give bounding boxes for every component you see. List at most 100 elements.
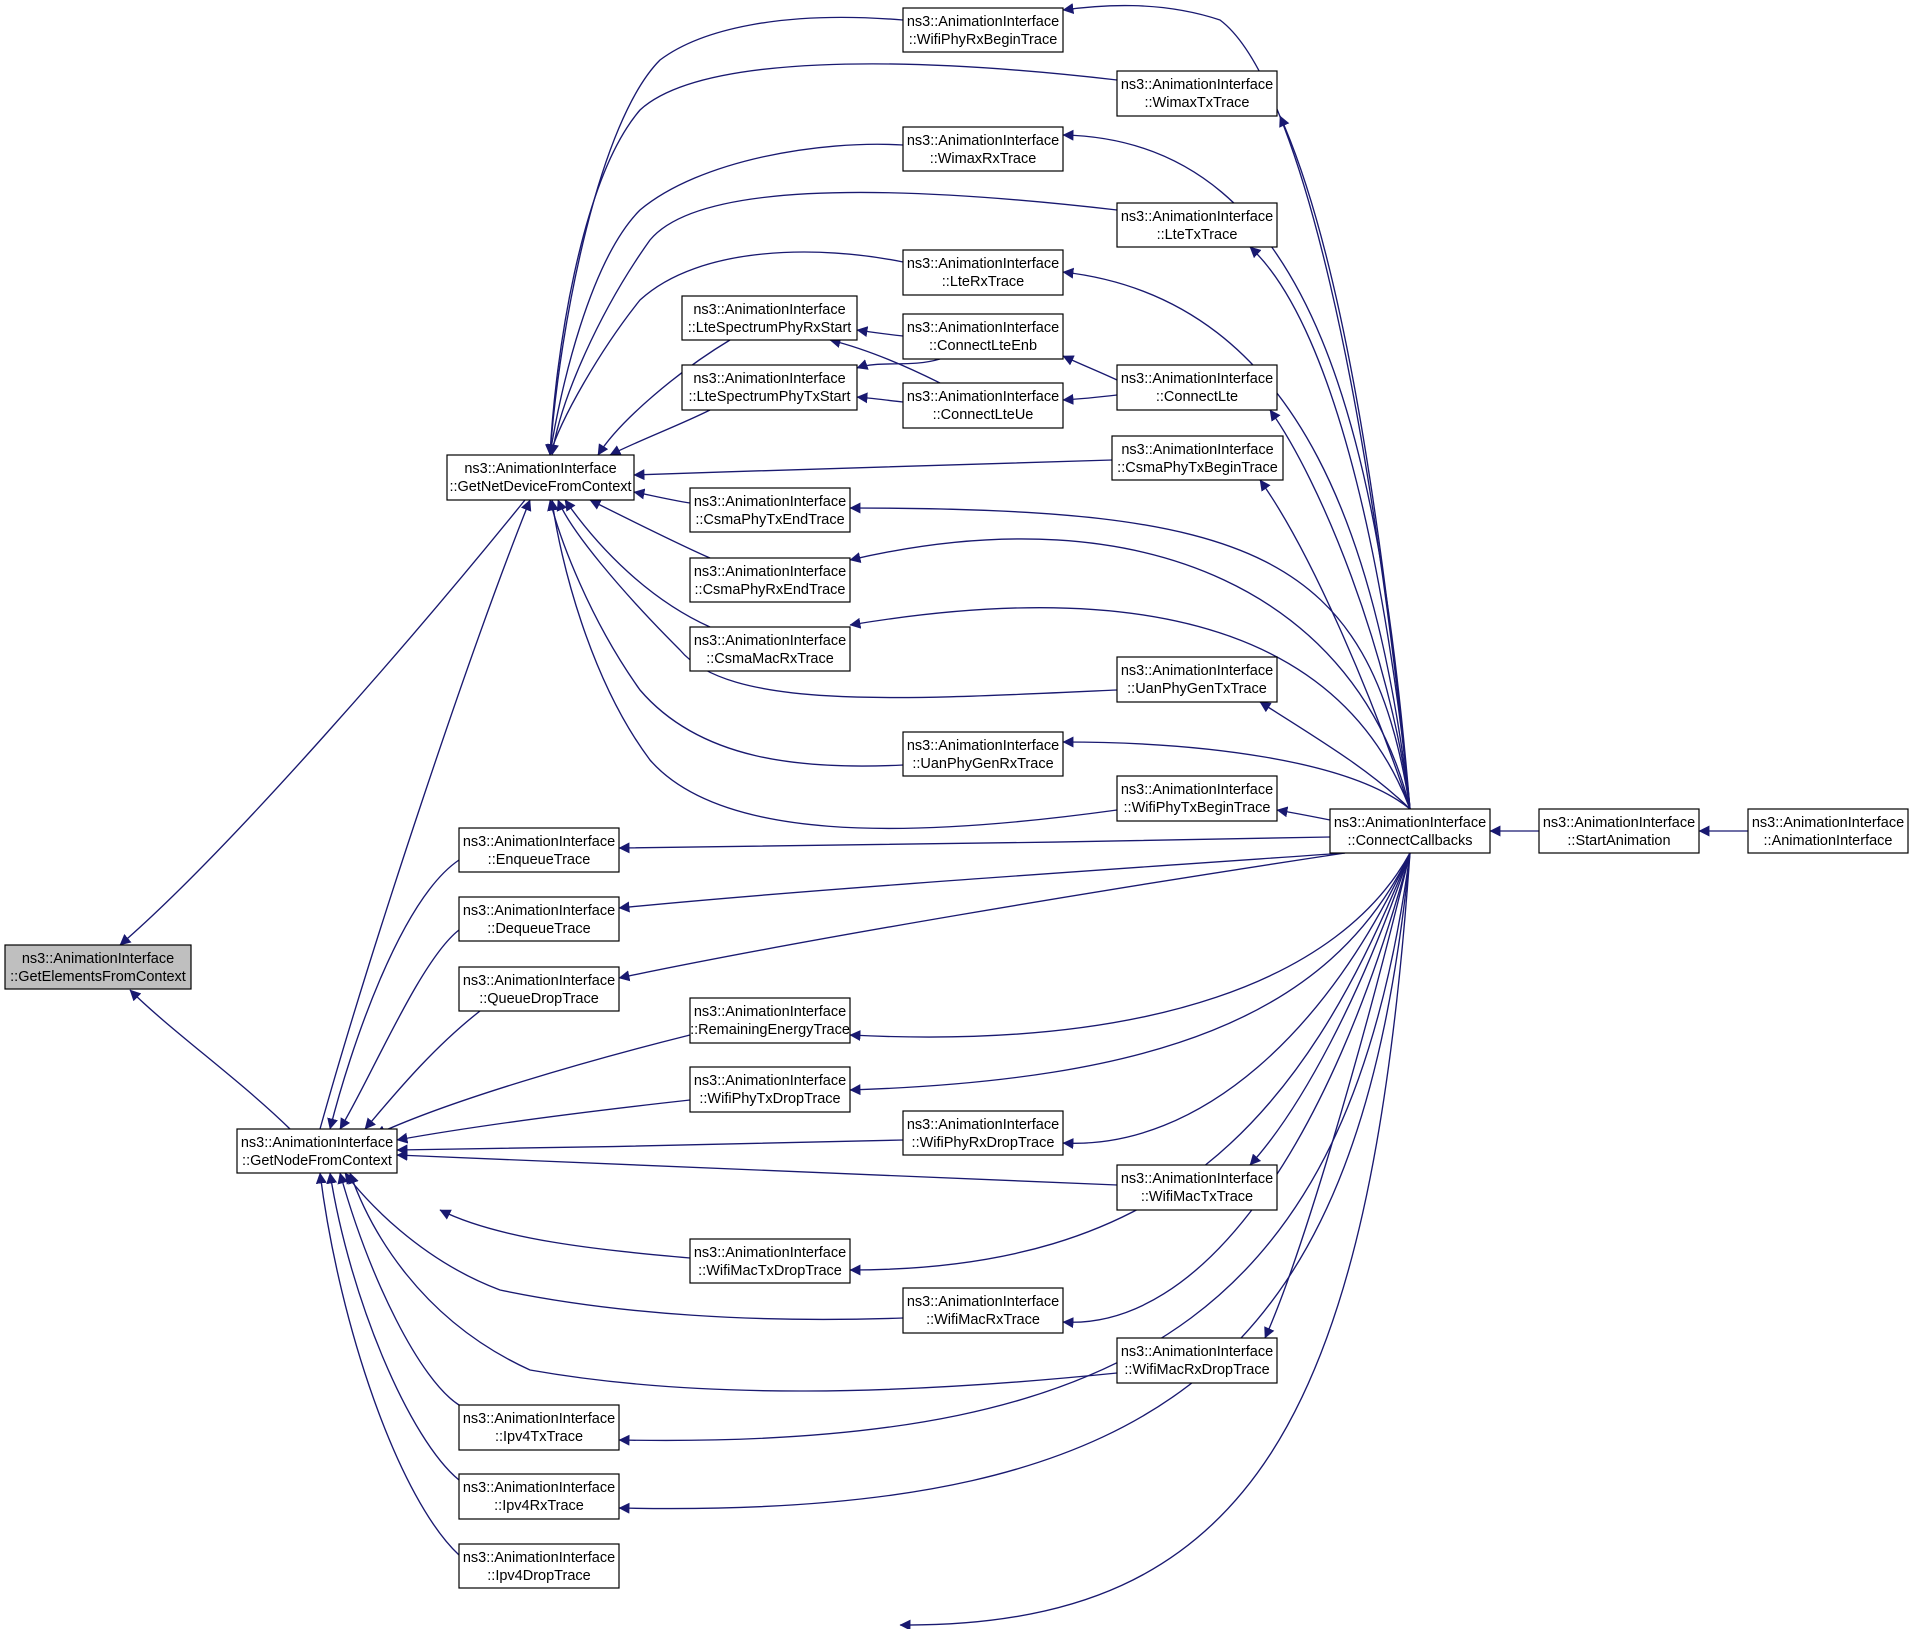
node-ipv4drop[interactable]: ns3::AnimationInterface::Ipv4DropTrace bbox=[458, 1543, 620, 1589]
node-wimaxrx[interactable]: ns3::AnimationInterface::WimaxRxTrace bbox=[902, 126, 1064, 172]
node-label-line2: ::CsmaMacRxTrace bbox=[706, 651, 834, 667]
node-ltespecrx[interactable]: ns3::AnimationInterface::LteSpectrumPhyR… bbox=[681, 295, 858, 341]
node-wifiphytxbegin[interactable]: ns3::AnimationInterface::WifiPhyTxBeginT… bbox=[1116, 775, 1278, 822]
node-ipv4tx[interactable]: ns3::AnimationInterface::Ipv4TxTrace bbox=[458, 1404, 620, 1451]
node-remainingenergy[interactable]: ns3::AnimationInterface::RemainingEnergy… bbox=[689, 997, 851, 1044]
node-getnode[interactable]: ns3::AnimationInterface::GetNodeFromCont… bbox=[236, 1128, 398, 1174]
node-wifimactxdrop[interactable]: ns3::AnimationInterface::WifiMacTxDropTr… bbox=[689, 1238, 851, 1284]
node-label-line2: ::CsmaPhyRxEndTrace bbox=[695, 582, 846, 598]
edge-connectcallbacks-to-wimaxrx bbox=[1062, 129, 1411, 810]
edge-getnode-to-getnetdevice bbox=[319, 499, 532, 1130]
node-dequeue[interactable]: ns3::AnimationInterface::DequeueTrace bbox=[458, 896, 620, 942]
node-label-line2: ::Ipv4RxTrace bbox=[494, 1498, 584, 1514]
node-label-line1: ns3::AnimationInterface bbox=[241, 1135, 393, 1151]
node-queuedrop[interactable]: ns3::AnimationInterface::QueueDropTrace bbox=[458, 966, 620, 1012]
edges-layer bbox=[119, 3, 1748, 1629]
edge-ipv4drop-to-getnode bbox=[315, 1172, 460, 1556]
edge-connectcallbacks-to-ipv4drop bbox=[899, 852, 1411, 1629]
edge-wifiphytxbegin-to-getnetdevice bbox=[547, 499, 1118, 830]
edge-connectcallbacks-to-csmaphytxbegin bbox=[1259, 479, 1411, 810]
node-label-line1: ns3::AnimationInterface bbox=[694, 1073, 846, 1089]
edge-ltespectx-to-getnetdevice bbox=[609, 409, 711, 456]
node-wifimacrxdrop[interactable]: ns3::AnimationInterface::WifiMacRxDropTr… bbox=[1116, 1337, 1278, 1384]
node-box bbox=[1116, 202, 1278, 248]
node-label-line2: ::LteTxTrace bbox=[1157, 227, 1238, 243]
edge-uanphygenrx-to-getnetdevice bbox=[547, 499, 904, 767]
node-connectcallbacks[interactable]: ns3::AnimationInterface::ConnectCallback… bbox=[1329, 808, 1491, 854]
edge-connectcallbacks-to-uanphygenrx bbox=[1062, 736, 1411, 810]
node-label-line2: ::QueueDropTrace bbox=[479, 991, 599, 1007]
node-csmaphyrxend[interactable]: ns3::AnimationInterface::CsmaPhyRxEndTra… bbox=[689, 557, 851, 603]
node-label-line1: ns3::AnimationInterface bbox=[463, 973, 615, 989]
node-wifiphyrxbegin[interactable]: ns3::AnimationInterface::WifiPhyRxBeginT… bbox=[902, 7, 1064, 53]
edge-queuedrop-to-getnode bbox=[364, 1010, 481, 1130]
edge-wimaxtx-to-getnetdevice bbox=[545, 63, 1118, 456]
edge-connectcallbacks-to-wifimacrx bbox=[1062, 852, 1411, 1329]
edge-wifimactx-to-getnode bbox=[396, 1149, 1118, 1186]
node-wifimactx[interactable]: ns3::AnimationInterface::WifiMacTxTrace bbox=[1116, 1164, 1278, 1211]
node-animinterface[interactable]: ns3::AnimationInterface::AnimationInterf… bbox=[1747, 808, 1909, 854]
node-wifiphyrxdrop[interactable]: ns3::AnimationInterface::WifiPhyRxDropTr… bbox=[902, 1110, 1064, 1156]
node-csmamacrx[interactable]: ns3::AnimationInterface::CsmaMacRxTrace bbox=[689, 626, 851, 672]
edge-connectlteue-to-ltespecrx bbox=[829, 337, 941, 384]
node-label-line2: ::WimaxTxTrace bbox=[1145, 95, 1250, 111]
edge-wifimactxdrop-to-getnode bbox=[439, 1209, 691, 1259]
node-box bbox=[902, 313, 1064, 360]
node-box bbox=[1116, 656, 1278, 703]
node-label-line2: ::WifiPhyRxBeginTrace bbox=[909, 32, 1058, 48]
node-wimaxtx[interactable]: ns3::AnimationInterface::WimaxTxTrace bbox=[1116, 70, 1278, 117]
node-getnetdevice[interactable]: ns3::AnimationInterface::GetNetDeviceFro… bbox=[446, 454, 635, 501]
node-box bbox=[1111, 435, 1284, 481]
node-label-line1: ns3::AnimationInterface bbox=[463, 1480, 615, 1496]
edge-enqueue-to-getnode bbox=[327, 859, 460, 1130]
node-label-line2: ::WimaxRxTrace bbox=[930, 151, 1037, 167]
node-label-line1: ns3::AnimationInterface bbox=[907, 320, 1059, 336]
node-ltetx[interactable]: ns3::AnimationInterface::LteTxTrace bbox=[1116, 202, 1278, 248]
edge-connectcallbacks-to-connectlte bbox=[1269, 409, 1411, 810]
node-startanimation[interactable]: ns3::AnimationInterface::StartAnimation bbox=[1538, 808, 1700, 854]
node-connectlteenb[interactable]: ns3::AnimationInterface::ConnectLteEnb bbox=[902, 313, 1064, 360]
node-box bbox=[1116, 1164, 1278, 1211]
node-label-line2: ::Ipv4TxTrace bbox=[495, 1429, 583, 1445]
edge-connectlte-to-connectlteue bbox=[1062, 393, 1118, 405]
node-box bbox=[1329, 808, 1491, 854]
node-box bbox=[458, 1404, 620, 1451]
node-enqueue[interactable]: ns3::AnimationInterface::EnqueueTrace bbox=[458, 827, 620, 873]
node-getelements[interactable]: ns3::AnimationInterface::GetElementsFrom… bbox=[4, 944, 192, 990]
edge-connectcallbacks-to-dequeue bbox=[618, 852, 1346, 913]
node-label-line1: ns3::AnimationInterface bbox=[464, 461, 616, 477]
node-connectlteue[interactable]: ns3::AnimationInterface::ConnectLteUe bbox=[902, 382, 1064, 429]
node-label-line1: ns3::AnimationInterface bbox=[1121, 1344, 1273, 1360]
node-label-line2: ::UanPhyGenRxTrace bbox=[912, 756, 1053, 772]
node-wifiphytxdrop[interactable]: ns3::AnimationInterface::WifiPhyTxDropTr… bbox=[689, 1066, 851, 1113]
edge-wifimacrxdrop-to-getnode bbox=[348, 1172, 1118, 1392]
edge-connectlte-to-connectlteenb bbox=[1062, 355, 1118, 381]
node-box bbox=[458, 1543, 620, 1589]
edge-connectcallbacks-to-queuedrop bbox=[618, 852, 1346, 982]
node-label-line2: ::ConnectLteEnb bbox=[929, 338, 1037, 354]
node-label-line2: ::LteRxTrace bbox=[942, 274, 1024, 290]
edge-wimaxrx-to-getnetdevice bbox=[546, 143, 904, 456]
node-csmaphytxend[interactable]: ns3::AnimationInterface::CsmaPhyTxEndTra… bbox=[689, 487, 851, 533]
edge-connectcallbacks-to-csmaphytxend bbox=[849, 502, 1411, 810]
node-uanphygentx[interactable]: ns3::AnimationInterface::UanPhyGenTxTrac… bbox=[1116, 656, 1278, 703]
node-ipv4rx[interactable]: ns3::AnimationInterface::Ipv4RxTrace bbox=[458, 1473, 620, 1520]
node-label-line1: ns3::AnimationInterface bbox=[907, 389, 1059, 405]
node-ltespectx[interactable]: ns3::AnimationInterface::LteSpectrumPhyT… bbox=[681, 364, 858, 411]
node-wifimacrx[interactable]: ns3::AnimationInterface::WifiMacRxTrace bbox=[902, 1287, 1064, 1334]
edge-remainingenergy-to-getnode bbox=[374, 1034, 691, 1136]
node-box bbox=[681, 364, 858, 411]
node-label-line1: ns3::AnimationInterface bbox=[22, 951, 174, 967]
node-label-line1: ns3::AnimationInterface bbox=[693, 302, 845, 318]
edge-wifiphyrxbegin-to-getnetdevice bbox=[545, 16, 904, 456]
node-lterx[interactable]: ns3::AnimationInterface::LteRxTrace bbox=[902, 249, 1064, 296]
node-uanphygenrx[interactable]: ns3::AnimationInterface::UanPhyGenRxTrac… bbox=[902, 731, 1064, 777]
edge-wifiphytxdrop-to-getnode bbox=[396, 1099, 691, 1144]
node-csmaphytxbegin[interactable]: ns3::AnimationInterface::CsmaPhyTxBeginT… bbox=[1111, 435, 1284, 481]
node-box bbox=[902, 382, 1064, 429]
node-label-line2: ::GetNodeFromContext bbox=[242, 1153, 392, 1169]
node-connectlte[interactable]: ns3::AnimationInterface::ConnectLte bbox=[1116, 364, 1278, 411]
node-label-line1: ns3::AnimationInterface bbox=[1121, 371, 1273, 387]
edge-lterx-to-getnetdevice bbox=[547, 251, 904, 456]
